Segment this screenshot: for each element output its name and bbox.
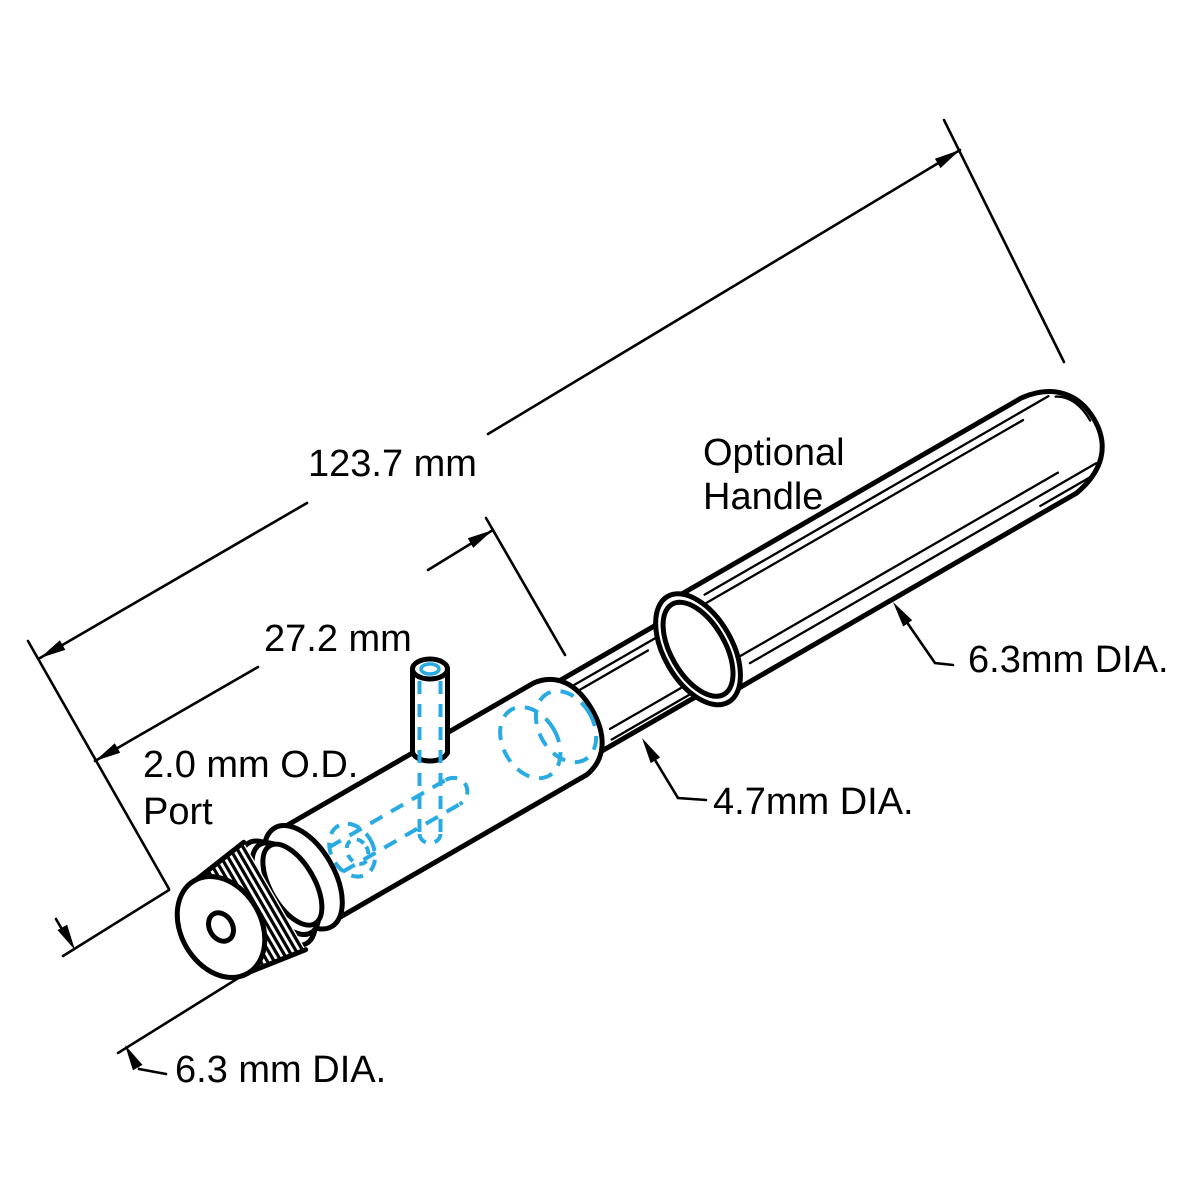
optional-handle	[653, 389, 1105, 708]
port-bore-hidden-lines	[417, 662, 443, 845]
knob-center-hole	[206, 910, 236, 944]
hidden-channel-lines	[327, 689, 599, 879]
dimension-lines	[26, 118, 1066, 1076]
body-length-dimension	[93, 528, 495, 763]
handle-collar	[653, 591, 743, 708]
extension-line-body-end	[484, 516, 567, 657]
handle-diameter-leader	[893, 602, 955, 667]
handle-label-line2: Handle	[703, 476, 823, 518]
extension-line-right	[942, 118, 1066, 364]
port-label-line1: 2.0 mm O.D.	[143, 744, 358, 786]
overall-length-label: 123.7 mm	[308, 443, 477, 485]
extension-line-left	[26, 639, 171, 891]
overall-length-dimension	[38, 148, 962, 660]
knurled-knob	[174, 823, 345, 980]
shaft-diameter-label: 4.7mm DIA.	[713, 781, 914, 823]
labels: 123.7 mm 27.2 mm 2.0 mm O.D. Port Option…	[143, 432, 1169, 1091]
knob-diameter-dimension	[54, 888, 242, 1076]
body-length-label: 27.2 mm	[264, 618, 412, 660]
shaft-diameter-leader	[642, 738, 708, 802]
side-port	[410, 656, 450, 845]
handle-diameter-label: 6.3mm DIA.	[968, 639, 1169, 681]
knob-diameter-label: 6.3 mm DIA.	[175, 1049, 386, 1091]
port-label-line2: Port	[143, 791, 213, 833]
handle-label-line1: Optional	[703, 432, 845, 474]
